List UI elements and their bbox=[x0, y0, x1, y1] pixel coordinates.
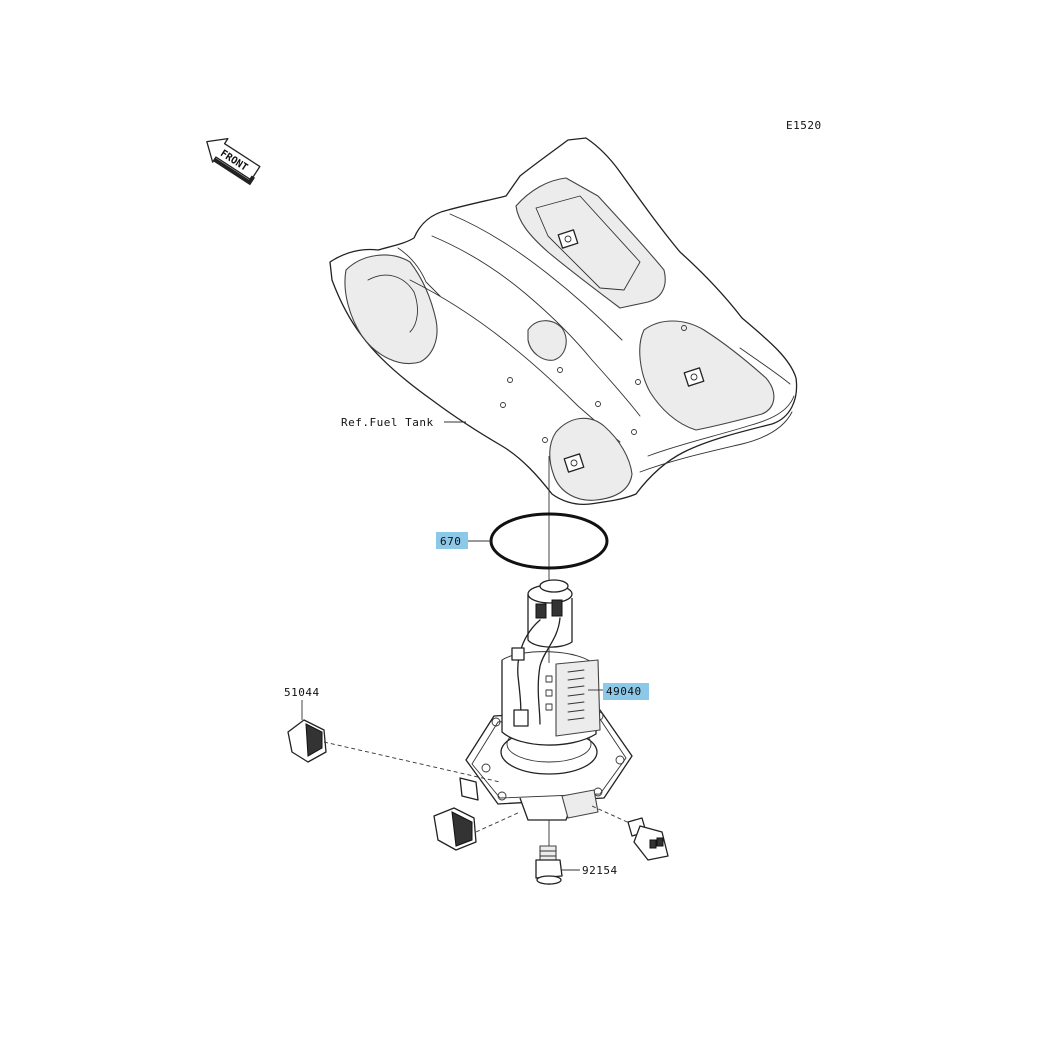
diagram-code: E1520 bbox=[786, 119, 822, 132]
pump-connector bbox=[591, 805, 669, 861]
part-670-label[interactable]: 670 bbox=[440, 535, 461, 548]
bolt-part bbox=[535, 845, 563, 885]
reference-label: Ref.Fuel Tank bbox=[341, 416, 434, 429]
fuel-hose-part bbox=[241, 719, 521, 851]
part-92154-label[interactable]: 92154 bbox=[582, 864, 618, 877]
front-arrow-icon: FRONT bbox=[206, 137, 261, 186]
fuel-tank-outline bbox=[329, 137, 798, 506]
part-49040-label[interactable]: 49040 bbox=[606, 685, 642, 698]
part-670-highlight bbox=[436, 532, 468, 549]
part-51044-label[interactable]: 51044 bbox=[284, 686, 320, 699]
part-49040-highlight bbox=[603, 683, 649, 700]
fuel-pump-assembly bbox=[459, 579, 633, 821]
filter-ribs bbox=[567, 669, 585, 721]
